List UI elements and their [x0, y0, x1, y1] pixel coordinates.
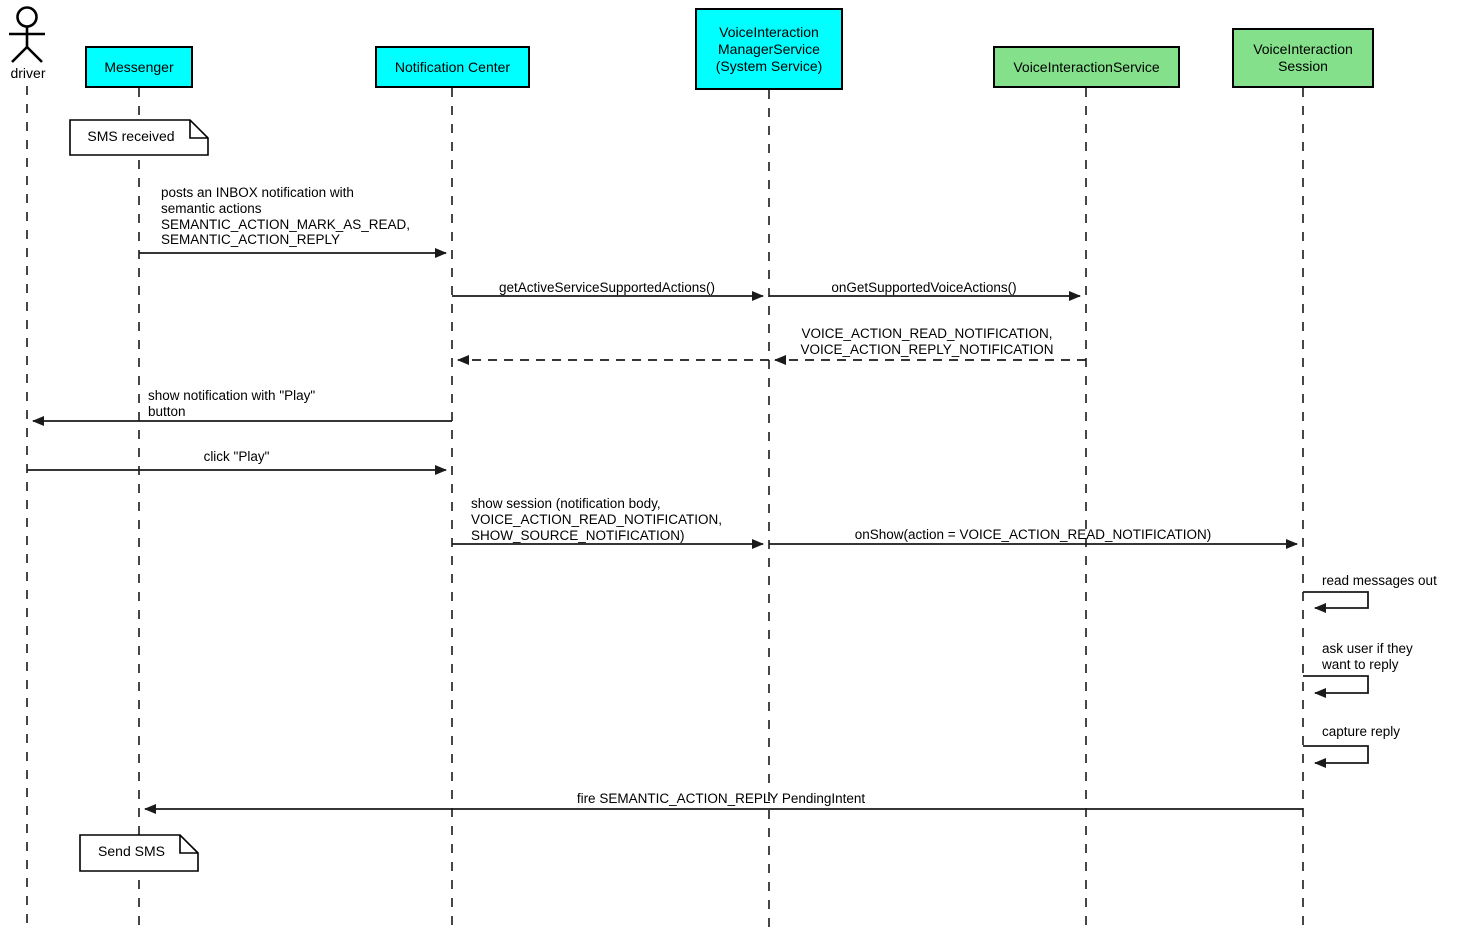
message-label-post-notification: posts an INBOX notification with semanti…: [161, 185, 411, 248]
message-label-on-get-supported-voice-actions: onGetSupportedVoiceActions(): [831, 280, 1017, 295]
participant-notification-center-label: Notification Center: [394, 58, 511, 75]
note-send-sms-shape: [79, 834, 199, 872]
participant-voiceinteraction-service-label: VoiceInteractionService: [1013, 58, 1160, 75]
participant-voiceinteraction-session-label: VoiceInteraction Session: [1253, 41, 1353, 74]
participant-messenger[interactable]: Messenger: [85, 46, 193, 88]
message-label-click-play: click "Play": [203, 449, 270, 464]
participant-voiceinteraction-manager-service[interactable]: VoiceInteraction ManagerService (System …: [695, 8, 843, 90]
message-label-return-voice-actions: VOICE_ACTION_READ_NOTIFICATION, VOICE_AC…: [800, 326, 1054, 357]
message-label-ask-user-reply: ask user if they want to reply: [1322, 641, 1413, 672]
message-label-get-active-service-supported-actions: getActiveServiceSupportedActions(): [498, 280, 716, 295]
participant-messenger-label: Messenger: [104, 58, 174, 75]
arrow-read-messages-out: [1303, 591, 1369, 613]
participant-voiceinteraction-service[interactable]: VoiceInteractionService: [993, 46, 1180, 88]
message-arrows: [27, 248, 1369, 814]
message-label-capture-reply: capture reply: [1322, 724, 1401, 739]
message-label-read-messages-out: read messages out: [1322, 573, 1437, 588]
note-send-sms: Send SMS: [98, 843, 165, 859]
note-sms-received: SMS received: [87, 128, 175, 144]
arrow-ask-user-reply: [1303, 675, 1369, 698]
actor-driver-figure: [9, 6, 45, 63]
lifelines: [26, 86, 1304, 929]
participant-notification-center[interactable]: Notification Center: [375, 46, 530, 88]
arrow-capture-reply: [1303, 745, 1369, 768]
participant-voiceinteraction-session[interactable]: VoiceInteraction Session: [1232, 28, 1374, 88]
note-sms-received-shape: [69, 119, 209, 156]
message-label-show-session: show session (notification body, VOICE_A…: [471, 496, 723, 543]
participant-voiceinteraction-manager-service-label: VoiceInteraction ManagerService (System …: [715, 23, 823, 74]
message-label-show-notification: show notification with "Play" button: [148, 388, 316, 419]
message-label-fire-pending-intent: fire SEMANTIC_ACTION_REPLY PendingIntent: [576, 791, 866, 806]
message-label-on-show: onShow(action = VOICE_ACTION_READ_NOTIFI…: [854, 527, 1212, 542]
actor-driver-label: driver: [10, 65, 46, 81]
